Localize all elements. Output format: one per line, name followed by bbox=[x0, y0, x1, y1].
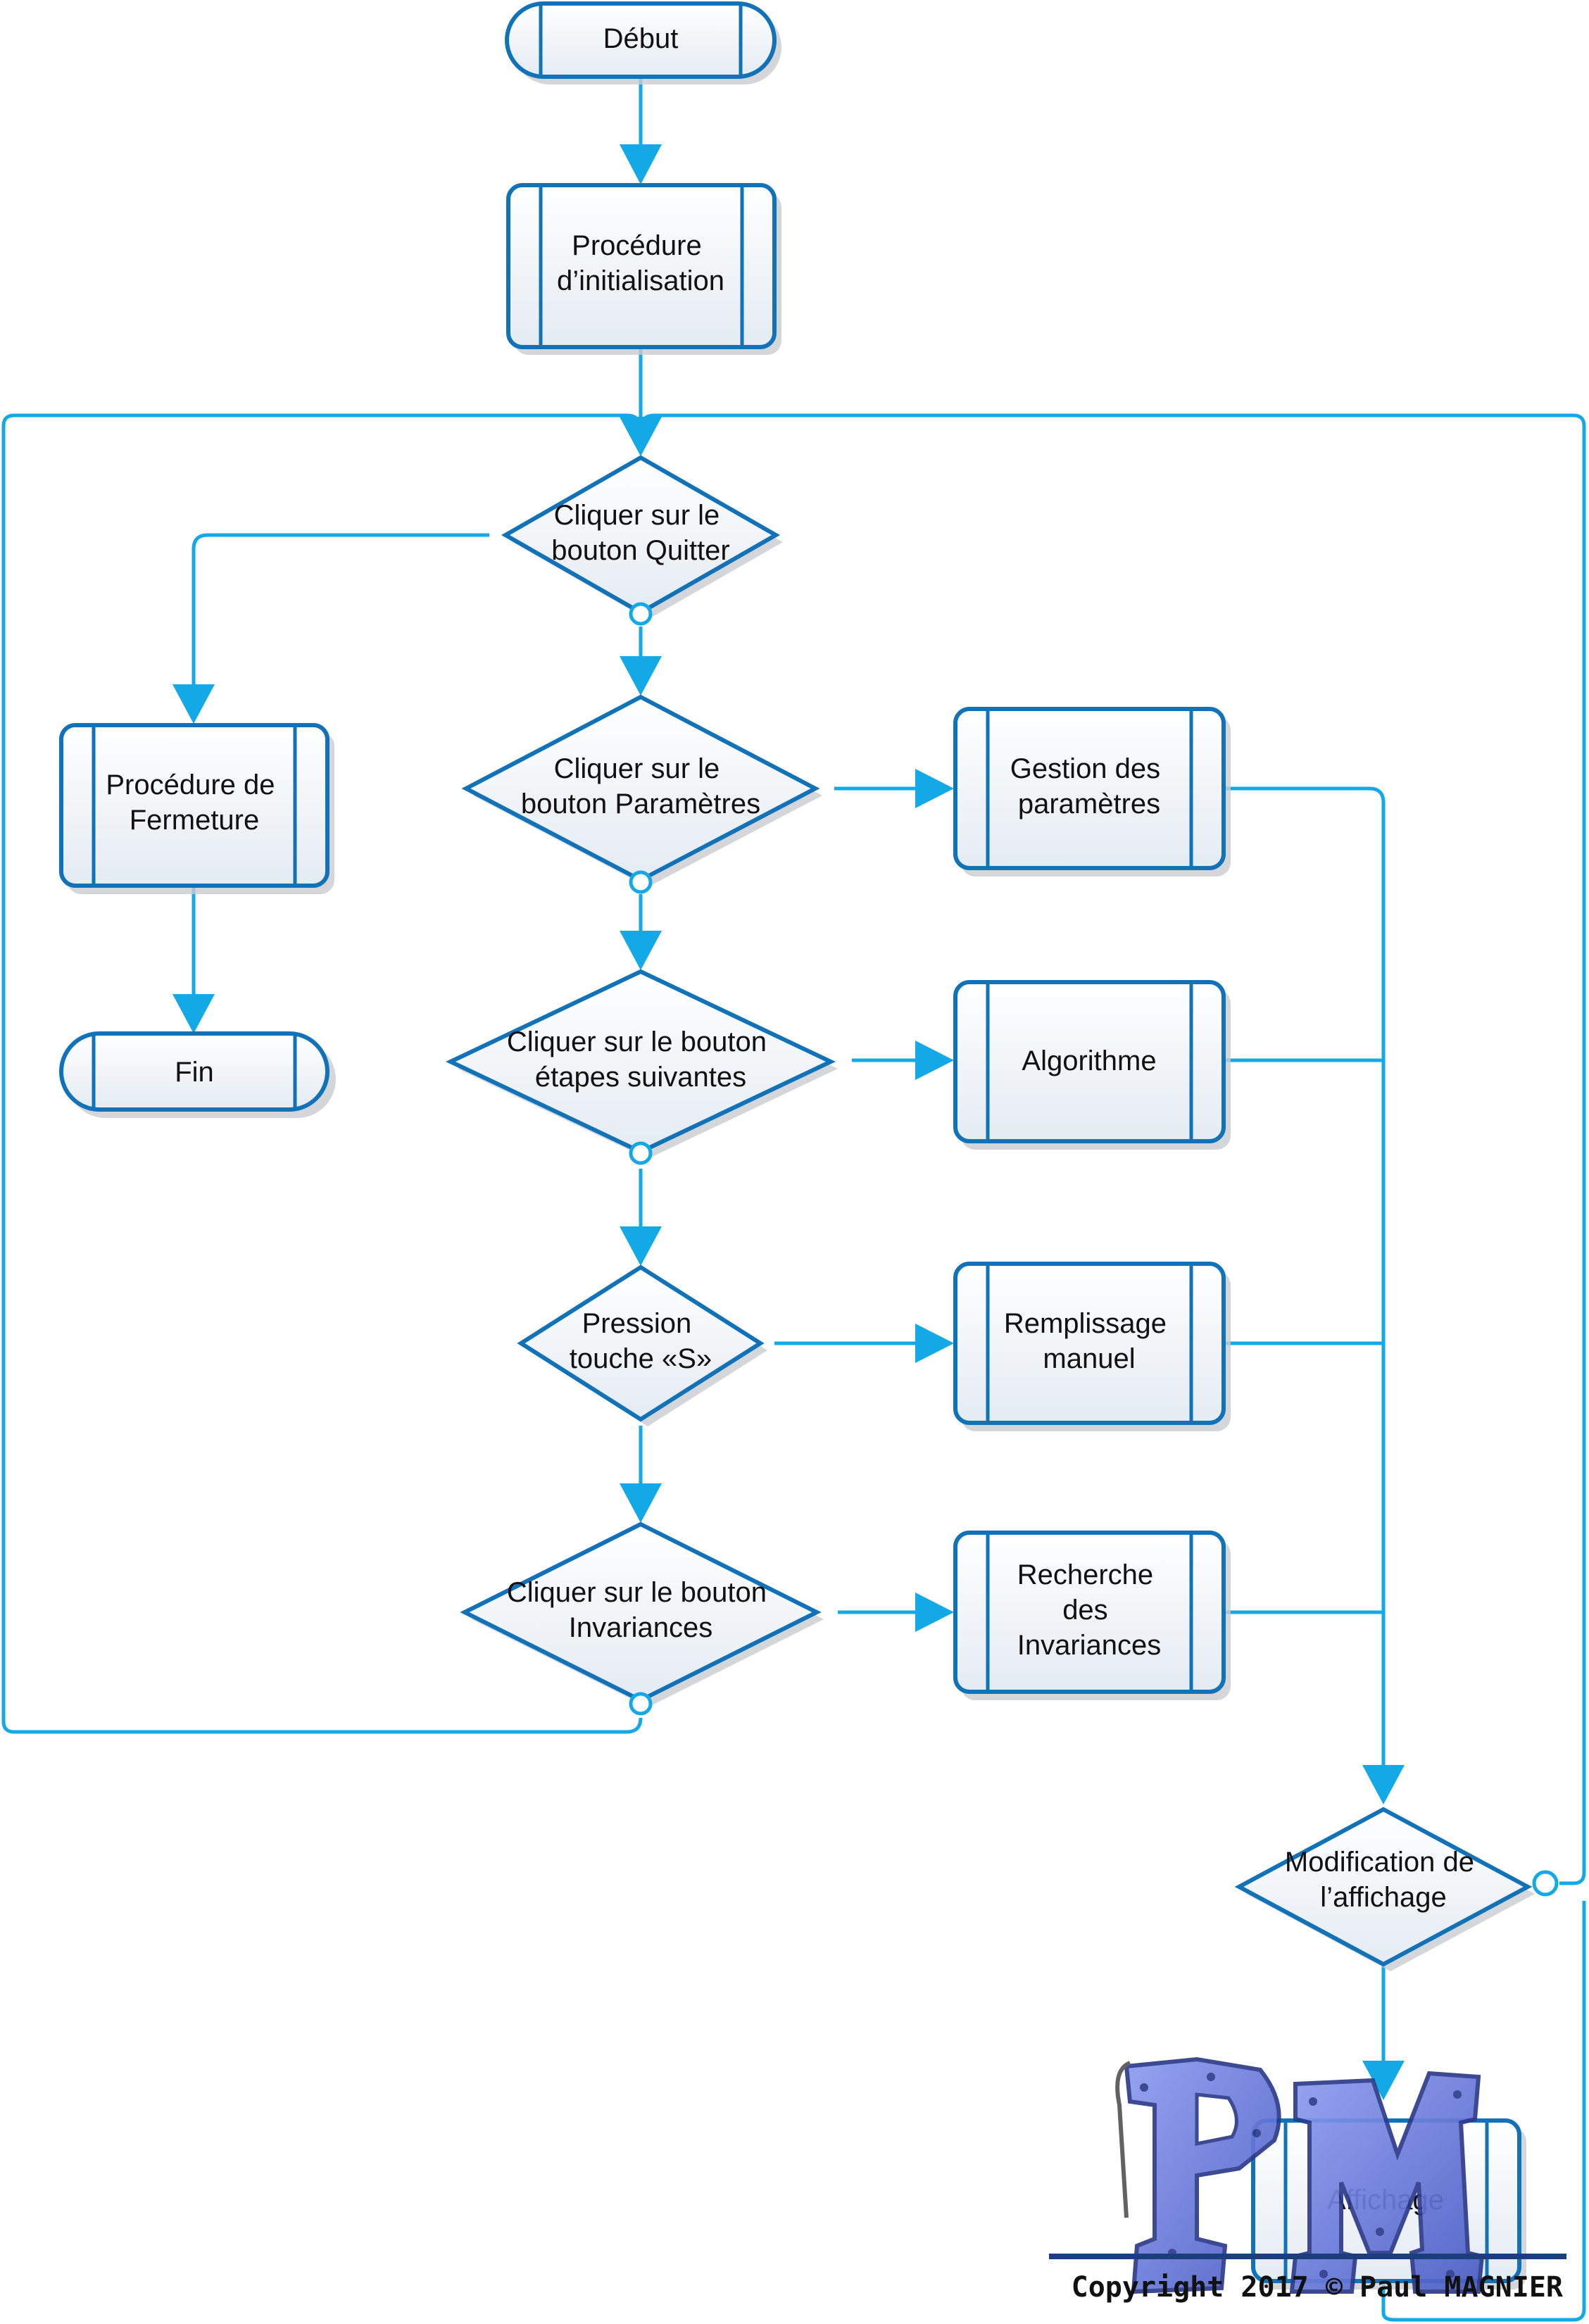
connector-port-steps bbox=[629, 1141, 653, 1165]
logo-letter-p bbox=[1115, 2056, 1281, 2294]
arrowhead-init bbox=[620, 144, 662, 184]
node-end: Fin bbox=[59, 1031, 336, 1118]
arrowhead-press bbox=[620, 1226, 662, 1266]
connector-quit-close bbox=[191, 533, 489, 718]
node-start: Début bbox=[505, 1, 781, 84]
connector-port-params bbox=[629, 870, 653, 894]
node-manual-fill-label: Remplissage manuel bbox=[1004, 1308, 1174, 1374]
connector-port-quit bbox=[629, 602, 653, 626]
node-invariances: Cliquer sur le bouton Invariances bbox=[460, 1521, 824, 1716]
logo-text: PM bbox=[0, 0, 1, 1]
node-manage-params-label: Gestion des paramètres bbox=[1010, 753, 1169, 819]
node-algorithm-label: Algorithme bbox=[1022, 1045, 1156, 1076]
connector-gestion-collect bbox=[1225, 786, 1386, 1792]
watermark: PM Copyright 2017 © Paul MAGNIER bbox=[0, 0, 1566, 2304]
arrowhead-search bbox=[915, 1593, 954, 1632]
arrowheads bbox=[172, 144, 1405, 2100]
node-close-proc: Procédure de Fermeture bbox=[59, 723, 334, 894]
arrowhead-params bbox=[620, 656, 662, 696]
logo-letter-m bbox=[1289, 2071, 1485, 2294]
node-steps-label: Cliquer sur le bouton étapes suivantes bbox=[507, 1026, 774, 1093]
node-steps: Cliquer sur le bouton étapes suivantes bbox=[445, 969, 838, 1165]
arrowhead-gestion bbox=[915, 769, 954, 808]
node-press-s-label: Pression touche «S» bbox=[570, 1308, 712, 1374]
arrowhead-modif bbox=[1362, 1765, 1405, 1804]
arrowhead-fin bbox=[172, 994, 215, 1034]
arrowhead-quit bbox=[620, 417, 662, 456]
node-search-inv: Recherche des Invariances bbox=[953, 1531, 1231, 1700]
arrowhead-inv bbox=[620, 1483, 662, 1523]
node-end-label: Fin bbox=[175, 1057, 214, 1088]
node-modify-display: Modification de l’affichage bbox=[1234, 1807, 1559, 1971]
arrowhead-steps bbox=[620, 931, 662, 970]
node-manual-fill: Remplissage manuel bbox=[953, 1262, 1231, 1431]
arrowhead-algo bbox=[915, 1041, 954, 1080]
connector-display-loop bbox=[1381, 1901, 1586, 2322]
node-press-s: Pression touche «S» bbox=[517, 1264, 767, 1426]
node-init: Procédure d’initialisation bbox=[506, 183, 781, 355]
node-close-proc-label: Procédure de Fermeture bbox=[106, 770, 282, 836]
connectors bbox=[1, 77, 1586, 2322]
watermark-logo: PM bbox=[0, 0, 1485, 2294]
node-quit-label: Cliquer sur le bouton Quitter bbox=[551, 500, 730, 566]
node-params-label: Cliquer sur le bouton Paramètres bbox=[521, 753, 760, 819]
node-modify-display-label: Modification de l’affichage bbox=[1285, 1847, 1482, 1913]
nodes: Début Procédure d’initialisation Cliquer… bbox=[59, 1, 1559, 2290]
arrowhead-close bbox=[172, 684, 215, 724]
node-quit: Cliquer sur le bouton Quitter bbox=[501, 455, 783, 626]
node-params: Cliquer sur le bouton Paramètres bbox=[461, 694, 822, 894]
node-manage-params: Gestion des paramètres bbox=[953, 707, 1231, 877]
node-start-label: Début bbox=[603, 23, 679, 54]
node-algorithm: Algorithme bbox=[953, 980, 1231, 1150]
arrowhead-display bbox=[1362, 2061, 1405, 2100]
connector-port-invariances bbox=[629, 1692, 653, 1716]
arrowhead-fill bbox=[915, 1324, 954, 1363]
node-invariances-label: Cliquer sur le bouton Invariances bbox=[507, 1577, 774, 1643]
copyright-text: Copyright 2017 © Paul MAGNIER bbox=[1072, 2271, 1564, 2304]
node-init-label: Procédure d’initialisation bbox=[557, 230, 724, 296]
node-search-inv-label: Recherche des Invariances bbox=[1017, 1559, 1162, 1661]
connector-port-modify bbox=[1532, 1870, 1559, 1897]
